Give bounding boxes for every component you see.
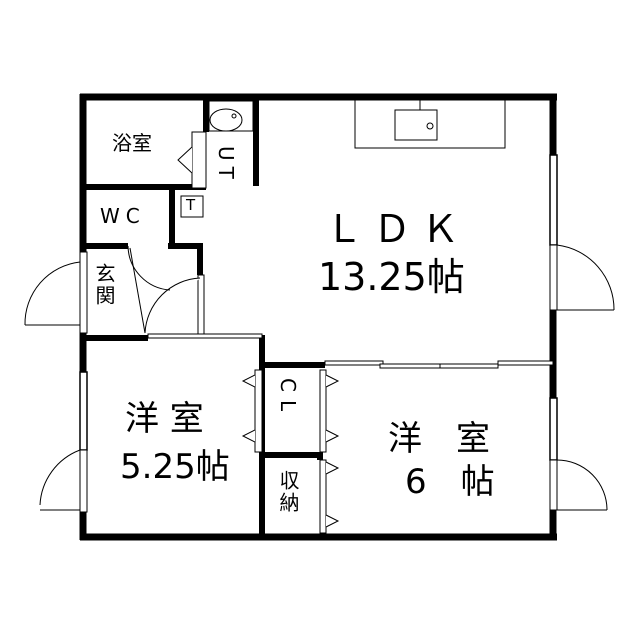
storage-label: 収納 xyxy=(276,470,300,514)
outer-walls xyxy=(79,93,557,541)
doors xyxy=(24,131,615,534)
bath-label: 浴室 xyxy=(112,131,152,155)
wc-label: WC xyxy=(100,204,146,228)
fixtures xyxy=(180,99,506,218)
western-room-1-size: 5.25帖 xyxy=(120,447,230,487)
western-room-2-size: 6 帖 xyxy=(405,462,495,502)
ldk-label: ＬＤＫ xyxy=(325,207,470,251)
closet-label: CL xyxy=(276,378,300,420)
toilet-mark: T xyxy=(186,196,196,214)
entrance-label: 玄関 xyxy=(92,263,116,307)
ldk-size: 13.25帖 xyxy=(318,255,465,299)
western-room-2-label: 洋 室 xyxy=(388,419,490,459)
western-room-1-label: 洋 室 xyxy=(125,399,204,439)
utility-label: UT xyxy=(214,146,238,185)
